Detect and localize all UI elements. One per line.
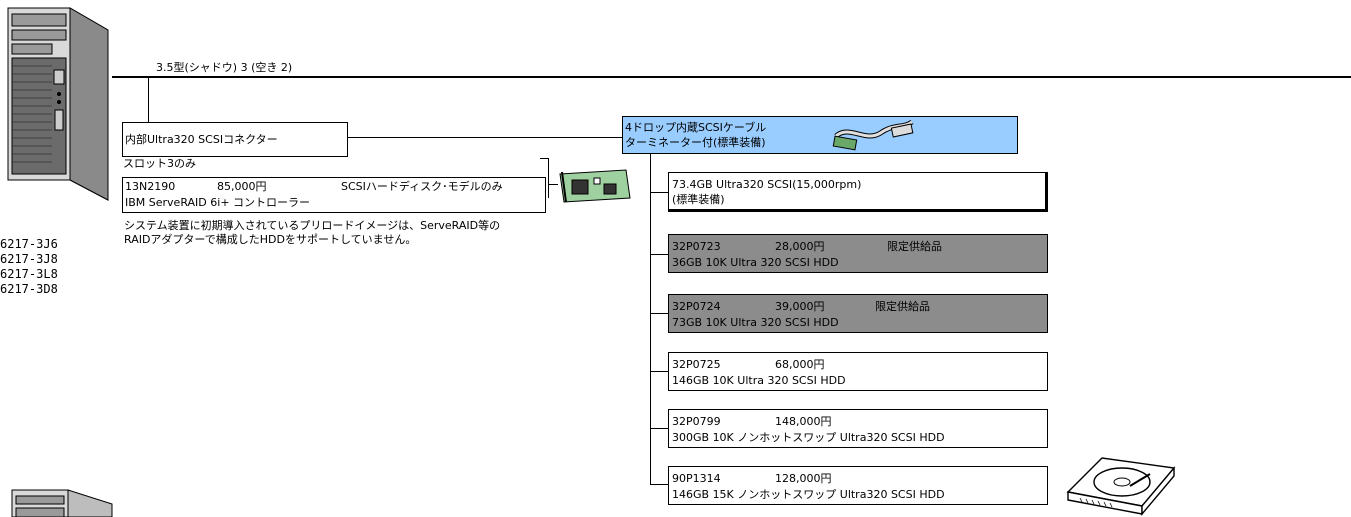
drive-option-box: 90P1314 128,000円 146GB 15K ノンホットスワップ Ult…: [668, 466, 1048, 505]
raid-part-number: 13N2190: [125, 180, 176, 193]
raid-bracket-top: [540, 158, 548, 159]
drive-part-number: 32P0723: [672, 240, 721, 253]
raid-bracket-link: [548, 184, 558, 185]
drive-price: 128,000円: [775, 472, 832, 485]
drive-description: 73GB 10K Ultra 320 SCSI HDD: [672, 316, 839, 329]
preload-note-line1: システム装置に初期導入されているプリロードイメージは、ServeRAID等の: [124, 219, 501, 232]
drive-option-box: 32P0723 28,000円 限定供給品 36GB 10K Ultra 320…: [668, 234, 1048, 273]
tower-server-icon: [11, 489, 113, 517]
raid-price: 85,000円: [217, 180, 267, 193]
drive-description: 146GB 10K Ultra 320 SCSI HDD: [672, 374, 846, 387]
model-number: 6217-3J6: [0, 237, 58, 251]
connector-to-cable-line: [348, 137, 622, 138]
chassis-bay-label: 3.5型(シャドウ) 3 (空き 2): [156, 61, 293, 74]
scsi-cable-line2: ターミネーター付(標準装備): [625, 136, 766, 149]
raid-model-note: SCSIハードディスク･モデルのみ: [341, 180, 503, 193]
drive-option-box: 32P0799 148,000円 300GB 10K ノンホットスワップ Ult…: [668, 409, 1048, 448]
drive-branch-line: [650, 484, 668, 485]
tower-server-icon: [7, 7, 109, 201]
drive-part-number: 32P0799: [672, 415, 721, 428]
scsi-cable-icon: [832, 119, 914, 151]
drive-description: 146GB 15K ノンホットスワップ Ultra320 SCSI HDD: [672, 488, 945, 501]
drive-option-box: 32P0725 68,000円 146GB 10K Ultra 320 SCSI…: [668, 352, 1048, 391]
drive-branch-line: [650, 371, 668, 372]
model-number: 6217-3L8: [0, 267, 58, 281]
standard-drive-line1: 73.4GB Ultra320 SCSI(15,000rpm): [672, 178, 862, 191]
connector-drop-line: [148, 77, 149, 122]
drive-price: 68,000円: [775, 358, 825, 371]
raid-bracket-side: [548, 158, 549, 198]
drive-price: 148,000円: [775, 415, 832, 428]
scsi-connector-box: 内部Ultra320 SCSIコネクター: [122, 122, 348, 157]
drive-price: 28,000円: [775, 240, 825, 253]
scsi-cable-line1: 4ドロップ内蔵SCSIケーブル: [625, 121, 767, 134]
scsi-connector-label: 内部Ultra320 SCSIコネクター: [125, 133, 278, 146]
chassis-line: [112, 76, 1351, 78]
raid-card-icon: [559, 169, 631, 203]
drive-availability-tag: 限定供給品: [875, 300, 930, 313]
drive-branch-line: [650, 192, 668, 193]
standard-drive-box: 73.4GB Ultra320 SCSI(15,000rpm) (標準装備): [668, 172, 1048, 212]
drive-branch-line: [650, 313, 668, 314]
drive-price: 39,000円: [775, 300, 825, 313]
model-number: 6217-3D8: [0, 282, 58, 296]
drive-description: 36GB 10K Ultra 320 SCSI HDD: [672, 256, 839, 269]
drive-part-number: 90P1314: [672, 472, 721, 485]
drive-part-number: 32P0724: [672, 300, 721, 313]
drive-branch-line: [650, 428, 668, 429]
preload-note-line2: RAIDアダプターで構成したHDDをサポートしていません。: [124, 233, 417, 246]
slot-label: スロット3のみ: [123, 157, 196, 170]
drive-part-number: 32P0725: [672, 358, 721, 371]
hard-disk-icon: [1066, 457, 1176, 516]
drive-trunk-line: [650, 154, 651, 484]
drive-availability-tag: 限定供給品: [887, 240, 942, 253]
raid-controller-box: 13N2190 85,000円 SCSIハードディスク･モデルのみ IBM Se…: [122, 177, 546, 213]
drive-branch-line: [650, 254, 668, 255]
raid-controller-name: IBM ServeRAID 6i+ コントローラー: [125, 196, 311, 209]
model-number: 6217-3J8: [0, 252, 58, 266]
drive-description: 300GB 10K ノンホットスワップ Ultra320 SCSI HDD: [672, 431, 945, 444]
standard-drive-line2: (標準装備): [672, 193, 725, 206]
scsi-cable-box: 4ドロップ内蔵SCSIケーブル ターミネーター付(標準装備): [622, 116, 1018, 154]
drive-option-box: 32P0724 39,000円 限定供給品 73GB 10K Ultra 320…: [668, 294, 1048, 333]
